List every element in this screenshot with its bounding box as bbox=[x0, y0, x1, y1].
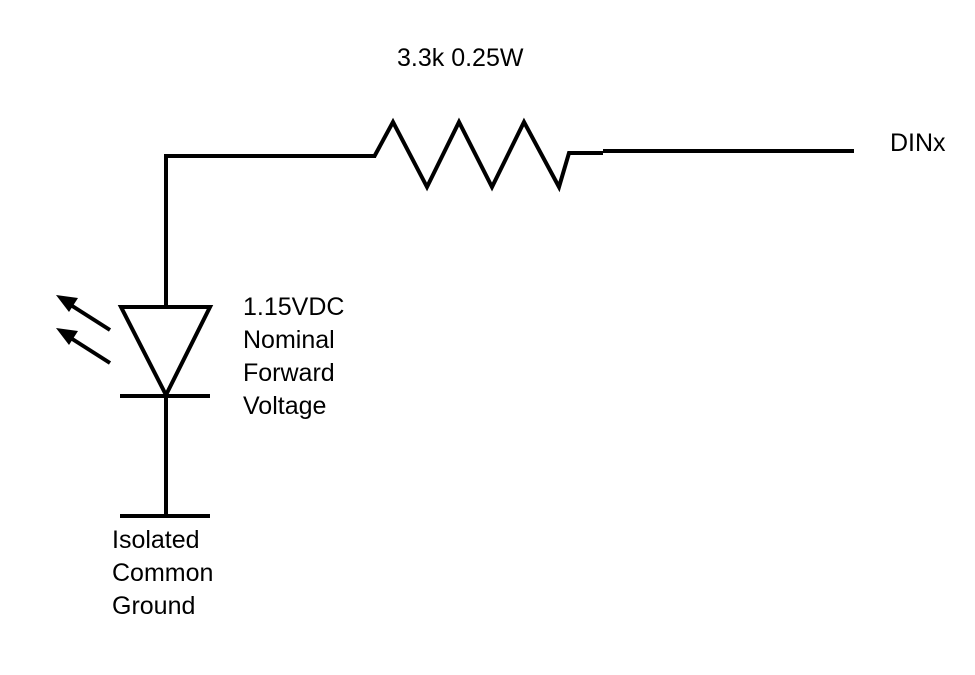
anode-wire bbox=[164, 154, 376, 306]
ground-label-line: Common bbox=[112, 559, 214, 587]
resistor-symbol bbox=[372, 117, 603, 193]
diode-label-line: Forward bbox=[243, 359, 335, 387]
emission-arrow-upper bbox=[64, 300, 112, 332]
diode-label-line: Nominal bbox=[243, 326, 335, 354]
ground-label: Isolated Common Ground bbox=[112, 524, 213, 623]
resistor-label: 3.3k 0.25W bbox=[397, 44, 524, 72]
diode-label-line: 1.15VDC bbox=[243, 293, 345, 321]
diode-voltage-label: 1.15VDC Nominal Forward Voltage bbox=[243, 291, 344, 423]
emission-arrowhead-upper bbox=[56, 295, 78, 312]
output-terminal-label: DINx bbox=[890, 129, 946, 157]
emission-arrow-lower bbox=[64, 333, 112, 365]
ground-label-line: Ground bbox=[112, 592, 196, 620]
ground-label-line: Isolated bbox=[112, 526, 200, 554]
emission-arrowhead-lower bbox=[56, 328, 78, 345]
diode-label-line: Voltage bbox=[243, 392, 327, 420]
led-diode-triangle bbox=[117, 305, 214, 400]
light-emission-arrows-icon bbox=[56, 295, 112, 365]
